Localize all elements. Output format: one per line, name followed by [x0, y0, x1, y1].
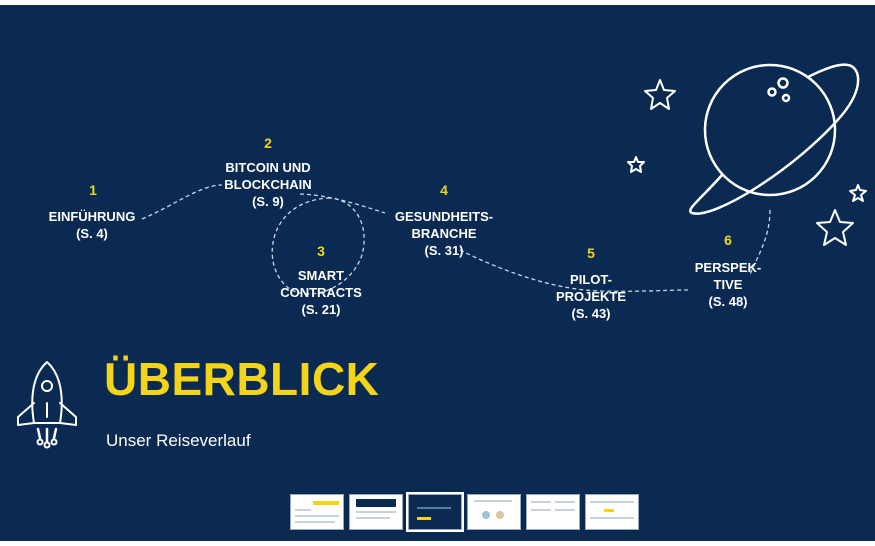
stop-6-page: (S. 48): [708, 294, 748, 309]
planet-icon: [689, 63, 860, 215]
stop-3-page: (S. 21): [301, 302, 341, 317]
stop-6-title-line1: PERSPEK-: [694, 260, 762, 275]
route-and-decor: [17, 63, 867, 449]
stop-5-title-line1: PILOT-: [570, 272, 612, 287]
stop-3-title-line1: SMART: [297, 268, 345, 283]
stop-6-label: PERSPEK- TIVE (S. 48): [653, 259, 803, 310]
page-subtitle: Unser Reiseverlauf: [106, 431, 251, 450]
stop-1-page: (S. 4): [76, 226, 108, 241]
stop-4-label: GESUNDHEITS- BRANCHE (S. 31): [369, 208, 519, 259]
thumbnail-5[interactable]: [526, 494, 580, 530]
star-icon: [816, 209, 854, 246]
rocket-icon: [17, 361, 77, 449]
star-icon: [627, 156, 645, 173]
thumbnail-1[interactable]: [290, 494, 344, 530]
stop-4-title-line2: BRANCHE: [411, 226, 477, 241]
thumbnail-3[interactable]: [406, 492, 464, 532]
stop-1-number: 1: [89, 182, 97, 198]
stop-2-label: BITCOIN UND BLOCKCHAIN (S. 9): [193, 159, 343, 210]
stop-2-title-line1: BITCOIN UND: [225, 160, 311, 175]
stop-2-number: 2: [264, 135, 272, 151]
stop-3-label: SMART CONTRACTS (S. 21): [246, 267, 396, 318]
slide-canvas: 1 EINFÜHRUNG (S. 4) 2 BITCOIN UND BLOCKC…: [0, 5, 875, 546]
stop-2-title-line2: BLOCKCHAIN: [224, 177, 312, 192]
thumbnail-2[interactable]: [349, 494, 403, 530]
stop-5-number: 5: [587, 245, 595, 261]
star-icon: [849, 184, 867, 202]
thumbnail-6[interactable]: [585, 494, 639, 530]
stop-1-title: EINFÜHRUNG: [48, 209, 136, 224]
stop-5-page: (S. 43): [571, 306, 611, 321]
stop-2-page: (S. 9): [252, 194, 284, 209]
stop-6-title-line2: TIVE: [713, 277, 743, 292]
page-title: ÜBERBLICK: [104, 353, 380, 405]
stop-1-label: EINFÜHRUNG (S. 4): [17, 208, 167, 242]
stop-4-page: (S. 31): [424, 243, 464, 258]
star-icon: [644, 79, 676, 110]
stop-3-number: 3: [317, 243, 325, 259]
slide-thumbnails: [290, 492, 639, 532]
thumbnail-4[interactable]: [467, 494, 521, 530]
stop-4-title-line1: GESUNDHEITS-: [394, 209, 494, 224]
stop-3-title-line2: CONTRACTS: [280, 285, 362, 300]
stop-4-number: 4: [440, 182, 448, 198]
stop-5-title-line2: PROJEKTE: [555, 289, 627, 304]
window-bottom-edge: [0, 541, 875, 546]
stop-6-number: 6: [724, 232, 732, 248]
dashed-route: [141, 184, 771, 295]
stop-5-label: PILOT- PROJEKTE (S. 43): [516, 271, 666, 322]
